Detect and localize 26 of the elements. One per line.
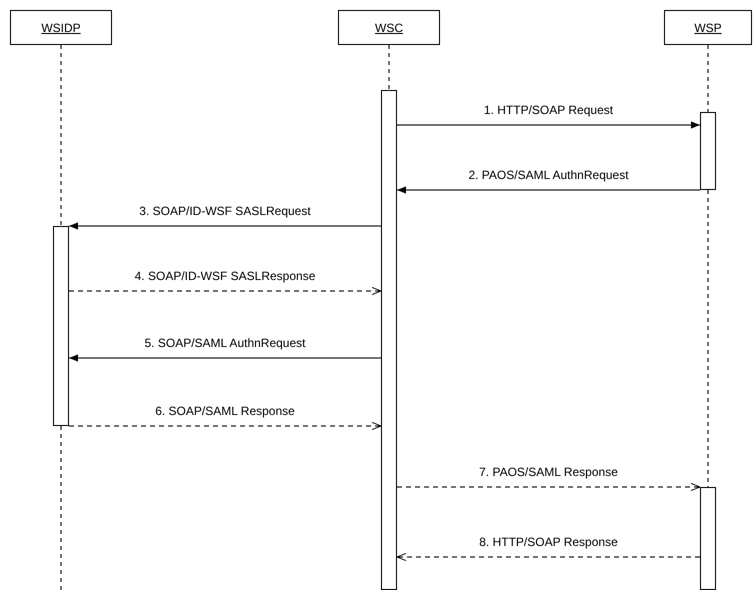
participant-box: WSC — [338, 10, 440, 45]
message-arrow — [396, 552, 700, 562]
participant-box: WSIDP — [10, 10, 112, 45]
message-label: 1. HTTP/SOAP Request — [482, 103, 616, 117]
message-label: 7. PAOS/SAML Response — [477, 465, 620, 479]
message-label: 8. HTTP/SOAP Response — [477, 535, 620, 549]
activation-bar — [381, 90, 397, 590]
message-arrow — [396, 186, 700, 194]
activation-bar — [53, 226, 69, 426]
lifeline — [60, 426, 62, 590]
message-arrow — [396, 121, 700, 129]
message-arrow — [68, 286, 382, 296]
message-label: 6. SOAP/SAML Response — [153, 404, 297, 418]
activation-bar — [700, 112, 716, 190]
message-arrow — [68, 354, 382, 362]
message-label: 5. SOAP/SAML AuthnRequest — [142, 336, 308, 350]
message-arrow — [68, 222, 382, 230]
lifeline — [60, 44, 62, 226]
participant-box: WSP — [664, 10, 752, 45]
message-label: 2. PAOS/SAML AuthnRequest — [466, 168, 631, 182]
lifeline — [388, 44, 390, 90]
message-arrow — [396, 482, 700, 492]
message-arrow — [68, 422, 382, 430]
message-label: 4. SOAP/ID-WSF SASLResponse — [132, 269, 318, 283]
activation-bar — [700, 487, 716, 590]
message-label: 3. SOAP/ID-WSF SASLRequest — [137, 204, 313, 218]
